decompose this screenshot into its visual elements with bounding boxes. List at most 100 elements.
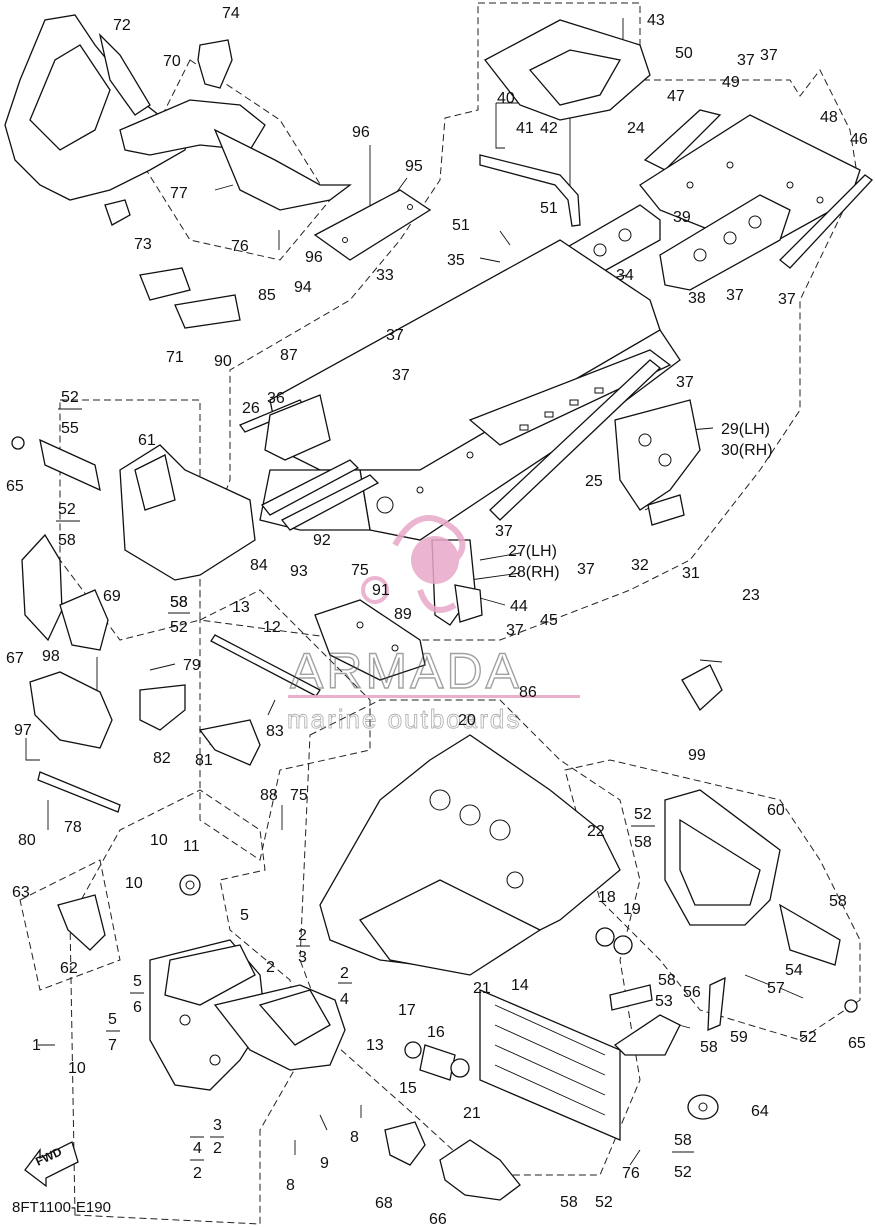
front-bracket-outline — [199, 589, 371, 861]
callout-54: 54 — [785, 962, 803, 979]
callout-38: 38 — [688, 290, 706, 307]
callout-13a: 13 — [232, 599, 250, 616]
callout-24: 24 — [627, 120, 645, 137]
front-suspension-outline-1 — [69, 789, 301, 1225]
callout-52d: 52 — [634, 806, 652, 823]
callout-58h: 58 — [560, 1194, 578, 1211]
callout-58g: 58 — [674, 1132, 692, 1149]
callout-61: 61 — [138, 432, 156, 449]
callout-88: 88 — [260, 787, 278, 804]
running-board-25 — [468, 349, 672, 521]
callout-52a: 52 — [61, 389, 79, 406]
callout-51a: 51 — [452, 217, 470, 234]
callout-41: 41 — [516, 120, 534, 137]
callout-23: 23 — [742, 587, 760, 604]
callout-31: 31 — [682, 565, 700, 582]
callout-21a: 21 — [473, 980, 491, 997]
callout-10c: 10 — [68, 1060, 86, 1077]
rail-47 — [643, 109, 722, 171]
watermark: ARMADA marine outboards — [287, 515, 580, 734]
callout-3b: 3 — [213, 1117, 222, 1134]
callout-7: 7 — [108, 1037, 117, 1054]
callout-78: 78 — [64, 819, 82, 836]
callout-98: 98 — [42, 648, 60, 665]
callout-80: 80 — [18, 832, 36, 849]
callout-2b: 2 — [298, 927, 307, 944]
callout-19: 19 — [623, 901, 641, 918]
callout-15: 15 — [399, 1080, 417, 1097]
callout-72: 72 — [113, 17, 131, 34]
callout-16: 16 — [427, 1024, 445, 1041]
callout-75a: 75 — [351, 562, 369, 579]
pad-71 — [174, 294, 241, 329]
diagram-reference-code: 8FT1100-E190 — [12, 1199, 111, 1216]
callout-52f: 52 — [674, 1164, 692, 1181]
callout-47: 47 — [667, 88, 685, 105]
callout-56: 56 — [683, 984, 701, 1001]
strap-59 — [707, 976, 726, 1031]
callout-37e: 37 — [386, 327, 404, 344]
callout-96b: 96 — [305, 249, 323, 266]
front-suspension-assembly-1 — [149, 939, 346, 1091]
hood-bracket-61 — [119, 444, 256, 581]
watermark-logo-icon — [361, 515, 466, 613]
footwell-66 — [439, 1139, 521, 1201]
cover-97 — [29, 671, 113, 749]
callout-71: 71 — [166, 349, 184, 366]
callout-4a: 4 — [340, 991, 349, 1008]
callout-32: 32 — [631, 557, 649, 574]
callout-58e: 58 — [658, 972, 676, 989]
fwd-arrow-icon — [24, 1141, 79, 1188]
callout-67: 67 — [6, 650, 24, 667]
nose-brace-70 — [119, 99, 352, 211]
callout-22: 22 — [587, 823, 605, 840]
callout-8a: 8 — [350, 1129, 359, 1146]
callout-34: 34 — [616, 267, 634, 284]
callout-84: 84 — [250, 557, 268, 574]
callout-3a: 3 — [298, 949, 307, 966]
callouts: 1 2 2 2 2 2 3 3 4 4 5 5 5 6 7 8 8 9 10 1… — [6, 5, 868, 1227]
plate-91 — [314, 599, 426, 681]
callout-90: 90 — [214, 353, 232, 370]
callout-79: 79 — [183, 657, 201, 674]
guard-56 — [613, 1014, 681, 1056]
callout-33: 33 — [376, 267, 394, 284]
callout-5c: 5 — [108, 1011, 117, 1028]
callout-83: 83 — [266, 723, 284, 740]
pad-73 — [139, 267, 191, 301]
bushing-65-left — [11, 436, 25, 450]
bushing-65-right — [844, 999, 858, 1013]
callout-55: 55 — [61, 420, 79, 437]
callout-46: 46 — [850, 131, 868, 148]
callout-49: 49 — [722, 74, 740, 91]
callout-93: 93 — [290, 563, 308, 580]
lower-rail-84 — [260, 459, 360, 516]
bracket-74 — [197, 39, 233, 89]
steering-post-40 — [479, 154, 581, 227]
rear-bumper-outline-52 — [564, 759, 861, 1041]
rear-subframe-20 — [319, 734, 621, 976]
callout-21b: 21 — [463, 1105, 481, 1122]
fraction-bars — [56, 408, 694, 1161]
callout-70: 70 — [163, 53, 181, 70]
callout-1: 1 — [32, 1037, 41, 1054]
callout-10b: 10 — [125, 875, 143, 892]
bracket-81 — [198, 719, 261, 766]
hood-bracket-outline — [59, 399, 201, 641]
callout-37c: 37 — [726, 287, 744, 304]
parts — [4, 14, 873, 1201]
rear-bracket-29-30 — [614, 399, 701, 511]
callout-58f: 58 — [700, 1039, 718, 1056]
callout-74: 74 — [222, 5, 240, 22]
callout-94: 94 — [294, 279, 312, 296]
callout-36: 36 — [267, 390, 285, 407]
callout-65b: 65 — [848, 1035, 866, 1052]
callout-2c: 2 — [340, 965, 349, 982]
callout-12: 12 — [263, 619, 281, 636]
callout-37h: 37 — [506, 622, 524, 639]
watermark-title: ARMADA — [290, 643, 522, 699]
callout-39: 39 — [673, 209, 691, 226]
callout-58b: 58 — [170, 594, 188, 611]
callout-25: 25 — [585, 473, 603, 490]
plate-95 — [313, 189, 432, 261]
